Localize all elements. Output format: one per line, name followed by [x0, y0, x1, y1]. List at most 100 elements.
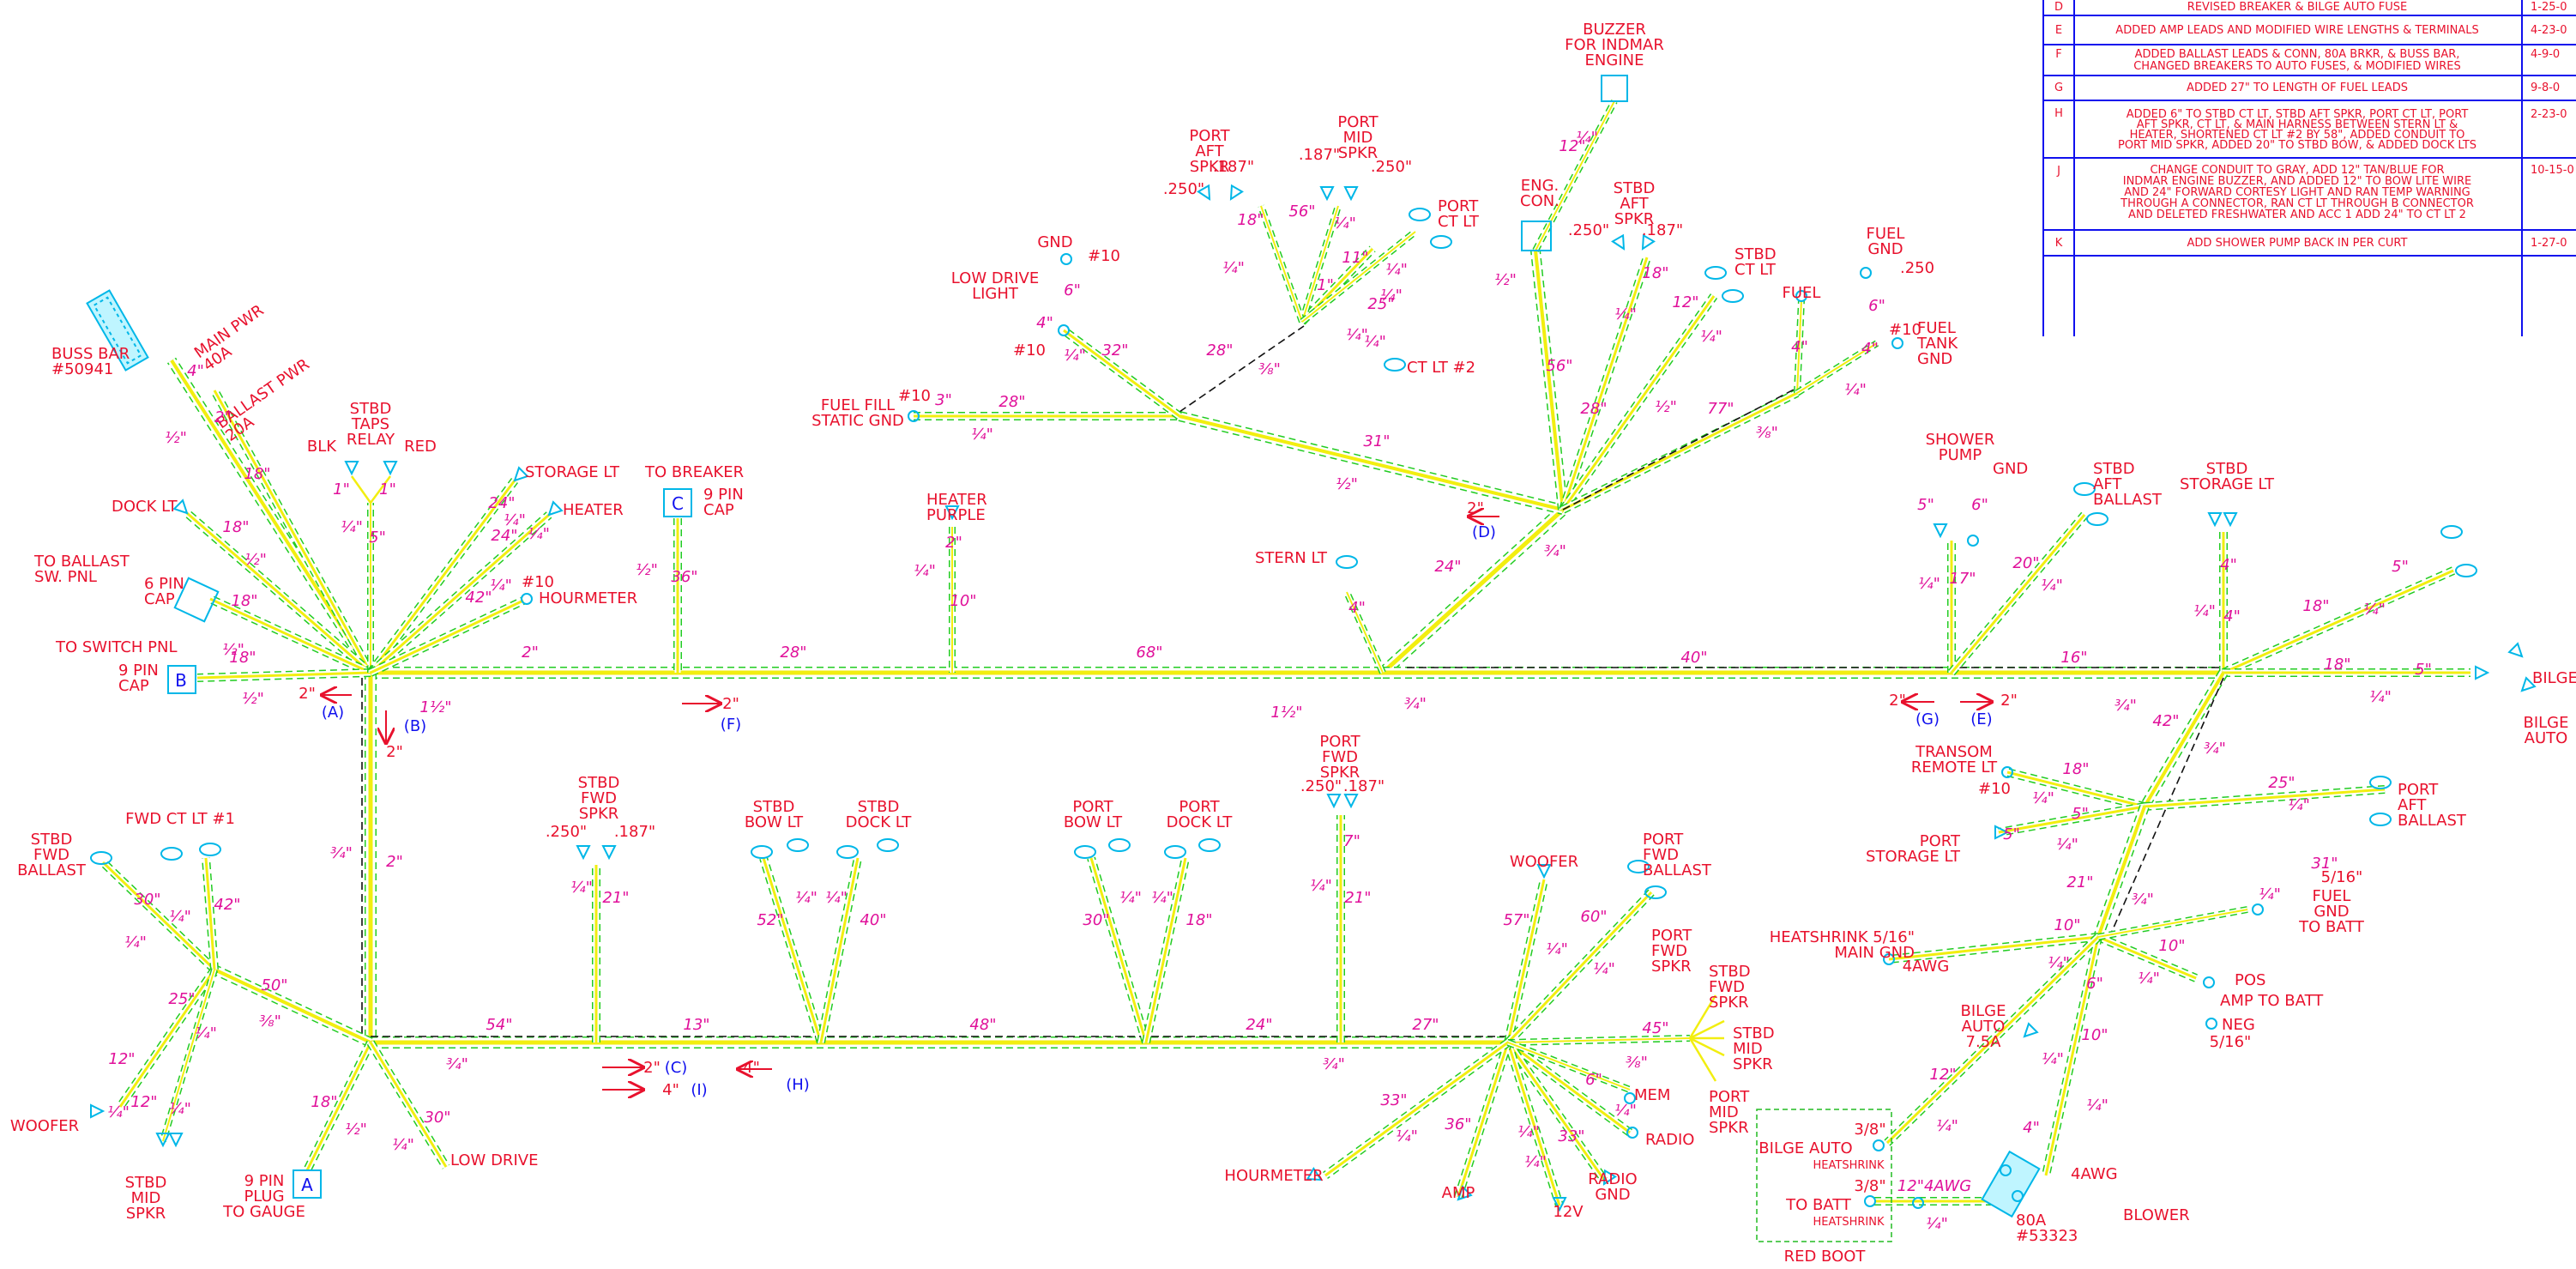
wire-length: 5": [2072, 805, 2089, 823]
harness-wires: [100, 100, 2470, 1207]
label-line: STBD: [1709, 963, 1751, 981]
note-b: (B): [404, 717, 426, 735]
wire-length: 30": [1083, 911, 1109, 929]
rev-letter: D: [2054, 1, 2063, 14]
label-line: SPKR: [1709, 1119, 1749, 1137]
wire-length: ½": [244, 551, 267, 569]
label-line: HEATER: [926, 491, 987, 509]
label-bilge: BILGE: [2532, 669, 2576, 687]
wire-length: ⅜": [1258, 360, 1281, 378]
wire-length: 77": [1707, 400, 1734, 418]
note-point187: .187": [1642, 221, 1683, 239]
wire-length: 20": [2012, 554, 2039, 572]
label-line: AFT: [2398, 796, 2427, 814]
wire-length: ¼": [1576, 129, 1598, 147]
buss-bar: [86, 289, 149, 372]
wire-length: ¼": [1364, 333, 1386, 351]
label-line: FUEL: [1867, 225, 1905, 243]
wire-length: ¼": [2042, 1050, 2064, 1068]
spkr-terminal: [1197, 184, 1211, 201]
blk-wire: [350, 475, 372, 504]
bilge-terminal: [2507, 642, 2524, 658]
stbd-mid-left-lead: [160, 968, 218, 1143]
label-line: 12V: [1553, 1203, 1584, 1221]
bilge-auto-ring: [1873, 1139, 1885, 1151]
label-line: GND: [1595, 1186, 1630, 1204]
note-point187: .187": [1343, 777, 1385, 795]
stbd-ct-lead: [1559, 293, 1718, 512]
wire-length: 27": [1412, 1016, 1439, 1034]
wire-length: 36": [671, 568, 697, 586]
wire-length: 18": [311, 1093, 337, 1111]
label-line: SPKR: [1709, 994, 1749, 1012]
wire-length: 24": [1246, 1016, 1272, 1034]
note-point250: .250": [546, 823, 587, 841]
fuel-terminal: [1795, 290, 1807, 302]
label-line: AFT: [2093, 475, 2122, 493]
terminal: [160, 847, 183, 861]
note-h: (H): [786, 1076, 810, 1094]
wire-length: 4": [2023, 1119, 2040, 1137]
note-five_sixteenths: 5/16": [2321, 868, 2363, 886]
wire-length: ⅜": [1756, 424, 1778, 442]
wire-length: ½": [1655, 398, 1677, 416]
label-line: RELAY: [347, 431, 395, 449]
rev-text: ADDED BALLAST LEADS & CONN, 80A BRKR, & …: [2135, 48, 2460, 61]
wire-length: 68": [1136, 644, 1162, 662]
wire-length: 31": [2311, 855, 2338, 873]
wire-length: 18": [2062, 760, 2089, 778]
wire-length: 12": [1559, 137, 1585, 155]
terminal: [1409, 208, 1431, 221]
wire-length: 3": [935, 391, 952, 409]
wire-length: 11": [1342, 249, 1368, 267]
wire-length: ½": [165, 429, 187, 447]
wire-length: ¼": [2288, 796, 2310, 814]
label-line: PURPLE: [926, 506, 986, 524]
label-line: STBD: [1733, 1024, 1775, 1042]
rev-date: 1-25-0: [2531, 1, 2567, 14]
note-point250: .250": [1568, 221, 1609, 239]
wire-length: 24": [488, 494, 515, 512]
label-line: STBD: [858, 798, 900, 816]
label-line: LOW DRIVE: [951, 269, 1039, 287]
label-line: FWD: [1643, 846, 1679, 864]
gnd-terminal: [1060, 253, 1072, 265]
wire-length: 5": [1917, 496, 1934, 514]
wire-length: 42": [214, 896, 240, 914]
ballast-pwr-lead: [210, 388, 375, 675]
wire-length: 31": [1363, 432, 1390, 450]
label-to-batt: TO BATT: [1785, 1196, 1852, 1214]
terminal: [1722, 289, 1744, 303]
amp-terminal: [1457, 1185, 1473, 1201]
note-two_in: 2": [386, 743, 403, 761]
port-fwd-ballast-lead: [1505, 889, 1655, 1046]
wire-length: ¼": [914, 562, 936, 580]
purple-terminal: [944, 505, 960, 521]
terminal: [2073, 482, 2096, 496]
red-terminal: [383, 461, 398, 476]
connector-c: [663, 488, 692, 517]
label-buss-bar: BUSS BAR#50941: [51, 345, 130, 378]
label-line: AMP: [1442, 1184, 1475, 1202]
left-hub-trunk: [212, 964, 373, 1048]
note-e: (E): [1970, 710, 1992, 728]
wire-length: 4": [1348, 599, 1366, 617]
label-line: RED BOOT: [1784, 1248, 1867, 1266]
note-four_awg: 4AWG: [1903, 958, 1950, 976]
bilge-auto-fuse: [2023, 1022, 2039, 1038]
label-blower: BLOWER: [2123, 1206, 2190, 1224]
wire-length: 12": [1672, 293, 1698, 311]
note-point187: .187": [1213, 158, 1254, 176]
wire-length: 21": [1344, 889, 1371, 907]
label-line: RADIO: [1588, 1170, 1637, 1188]
label-line: FWD: [33, 846, 69, 864]
note-three_eighths: 3/8": [1854, 1177, 1885, 1195]
